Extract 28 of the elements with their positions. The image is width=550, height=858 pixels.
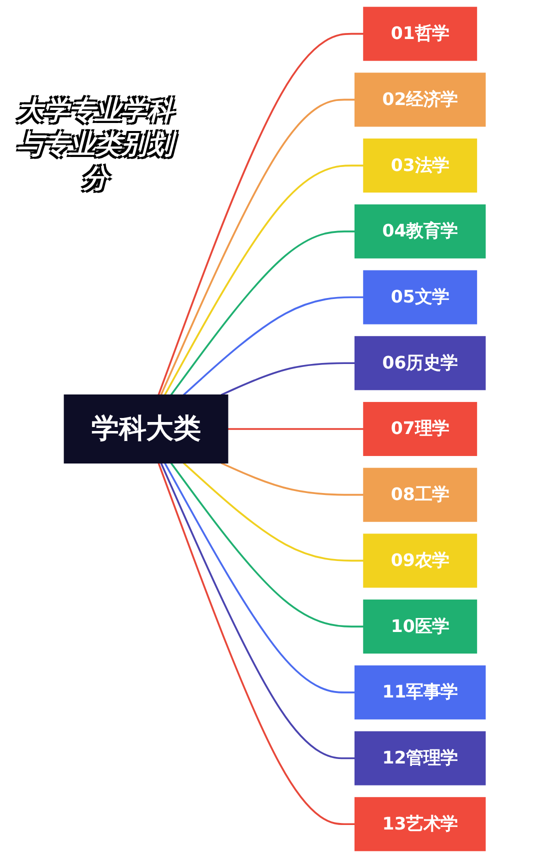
connector <box>221 462 364 496</box>
node-box: 02经济学 <box>354 72 486 127</box>
connector <box>160 98 356 396</box>
node-box: 01哲学 <box>363 6 478 61</box>
connector <box>228 428 364 430</box>
connector <box>221 362 356 396</box>
connector <box>158 32 364 396</box>
node-box: 11军事学 <box>354 665 486 720</box>
node-box: 04教育学 <box>354 204 486 258</box>
node-box: 08工学 <box>363 468 478 522</box>
connector <box>170 462 364 628</box>
title: 大学专业学科与专业类别划分 <box>10 95 180 196</box>
connector <box>158 462 356 826</box>
node-box: 12管理学 <box>354 731 486 786</box>
connector <box>183 462 364 562</box>
node-box: 07理学 <box>363 402 478 456</box>
connector <box>183 296 364 396</box>
connector <box>160 462 356 760</box>
connector <box>164 462 356 694</box>
node-box: 09农学 <box>363 534 478 588</box>
node-box: 学科大类 <box>64 394 228 464</box>
connector <box>164 164 364 396</box>
connector <box>170 230 356 396</box>
node-box: 13艺术学 <box>354 797 486 852</box>
node-box: 03法学 <box>363 138 478 193</box>
node-box: 05文学 <box>363 270 478 324</box>
node-box: 06历史学 <box>354 336 486 390</box>
node-box: 10医学 <box>363 600 478 654</box>
